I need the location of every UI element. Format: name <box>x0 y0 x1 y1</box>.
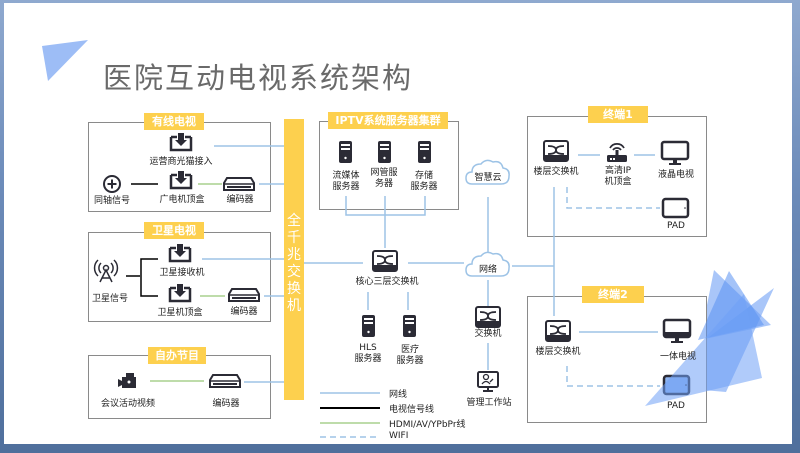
download-box-icon-sat-receiver <box>168 244 192 263</box>
label-t2-floor-switch: 楼层交换机 <box>535 347 581 357</box>
label-t2-pad: PAD <box>667 401 685 411</box>
label-satellite-signal: 卫星信号 <box>91 294 128 304</box>
label-cable-settop: 广电机顶盒 <box>159 195 205 205</box>
label-admin-workstation: 管理工作站 <box>466 398 512 408</box>
download-box-icon-cable-box <box>169 171 193 190</box>
label-hls-server: HLS 服务器 <box>354 343 382 364</box>
label-network-mgmt-server: 网管服 务器 <box>370 168 398 189</box>
label-satellite-encoder: 编码器 <box>230 307 258 317</box>
pad-icon-terminal1 <box>661 197 690 219</box>
ip-settop-router-icon <box>607 142 627 162</box>
switch-icon-core <box>372 250 398 272</box>
label-self-encoder: 编码器 <box>212 399 240 409</box>
tag-terminal1: 终端1 <box>588 106 648 123</box>
coax-plus-icon <box>103 175 121 193</box>
line-t1-wifi <box>566 187 660 209</box>
label-coax-signal: 同轴信号 <box>93 196 130 206</box>
label-meeting-video: 会议活动视频 <box>100 399 155 409</box>
legend-label-network: 网线 <box>389 390 408 400</box>
label-t1-lcd-tv: 液晶电视 <box>657 170 694 180</box>
encoder-icon-satellite <box>228 288 260 302</box>
tag-satellite-tv: 卫星电视 <box>144 222 204 239</box>
label-t1-floor-switch: 楼层交换机 <box>533 167 579 177</box>
server-icon-medical <box>403 315 416 337</box>
label-t1-hd-ip-box: 高清IP 机顶盒 <box>604 166 632 187</box>
label-medical-server: 医疗 服务器 <box>396 345 424 366</box>
satellite-antenna-icon <box>93 259 119 283</box>
page-title: 医院互动电视系统架构 <box>103 61 414 95</box>
label-access-switch: 交换机 <box>474 329 502 339</box>
line-t2-wifi <box>566 366 660 387</box>
server-icon-storage <box>418 141 431 163</box>
line-sat-branch <box>140 258 158 297</box>
server-icon-hls <box>362 315 375 337</box>
switch-icon-floor2 <box>545 320 571 342</box>
label-satellite-receiver: 卫星接收机 <box>159 268 205 278</box>
legend-label-wifi: WIFI <box>389 431 409 441</box>
tag-terminal2: 终端2 <box>582 286 644 303</box>
legend-label-hdmi: HDMI/AV/YPbPr线 <box>389 420 466 430</box>
video-camera-icon <box>118 373 136 388</box>
tag-cable-tv: 有线电视 <box>144 113 204 130</box>
tag-iptv-cluster: IPTV系统服务器集群 <box>328 112 448 129</box>
label-storage-server: 存储 服务器 <box>410 171 438 192</box>
cloud-icon-smart-cloud <box>465 159 510 185</box>
cloud-icon-network <box>465 251 510 277</box>
gigabit-switch-label: 全 千 兆 交 换 机 <box>287 213 301 314</box>
switch-icon-floor1 <box>543 140 569 162</box>
legend-label-tv-signal: 电视信号线 <box>389 405 435 415</box>
label-smart-cloud: 智慧云 <box>474 173 502 183</box>
decor-triangle-overlay-main <box>645 294 762 406</box>
decor-triangle-title <box>42 40 88 81</box>
all-in-one-tv-icon <box>662 318 692 343</box>
label-satellite-settop: 卫星机顶盒 <box>157 308 203 318</box>
download-box-icon-operator <box>169 133 193 152</box>
gigabit-switch-bus <box>284 119 304 400</box>
switch-icon-access <box>475 306 501 328</box>
workstation-monitor-icon <box>477 371 499 392</box>
label-network: 网络 <box>478 265 497 275</box>
tag-self-program: 自办节目 <box>148 347 206 364</box>
label-t2-all-in-one-tv: 一体电视 <box>659 352 696 362</box>
label-operator-access: 运营商光猫接入 <box>149 157 213 167</box>
label-t1-pad: PAD <box>667 221 685 231</box>
server-icon-network-mgmt <box>378 141 391 163</box>
label-core-switch: 核心三层交换机 <box>355 277 419 287</box>
label-streaming-server: 流媒体 服务器 <box>332 171 360 192</box>
label-cable-encoder: 编码器 <box>226 195 254 205</box>
encoder-icon-cable <box>223 177 255 191</box>
server-icon-streaming <box>339 141 352 163</box>
encoder-icon-self <box>209 374 241 388</box>
lcd-tv-icon <box>660 140 690 165</box>
download-box-icon-sat-box <box>168 284 192 303</box>
